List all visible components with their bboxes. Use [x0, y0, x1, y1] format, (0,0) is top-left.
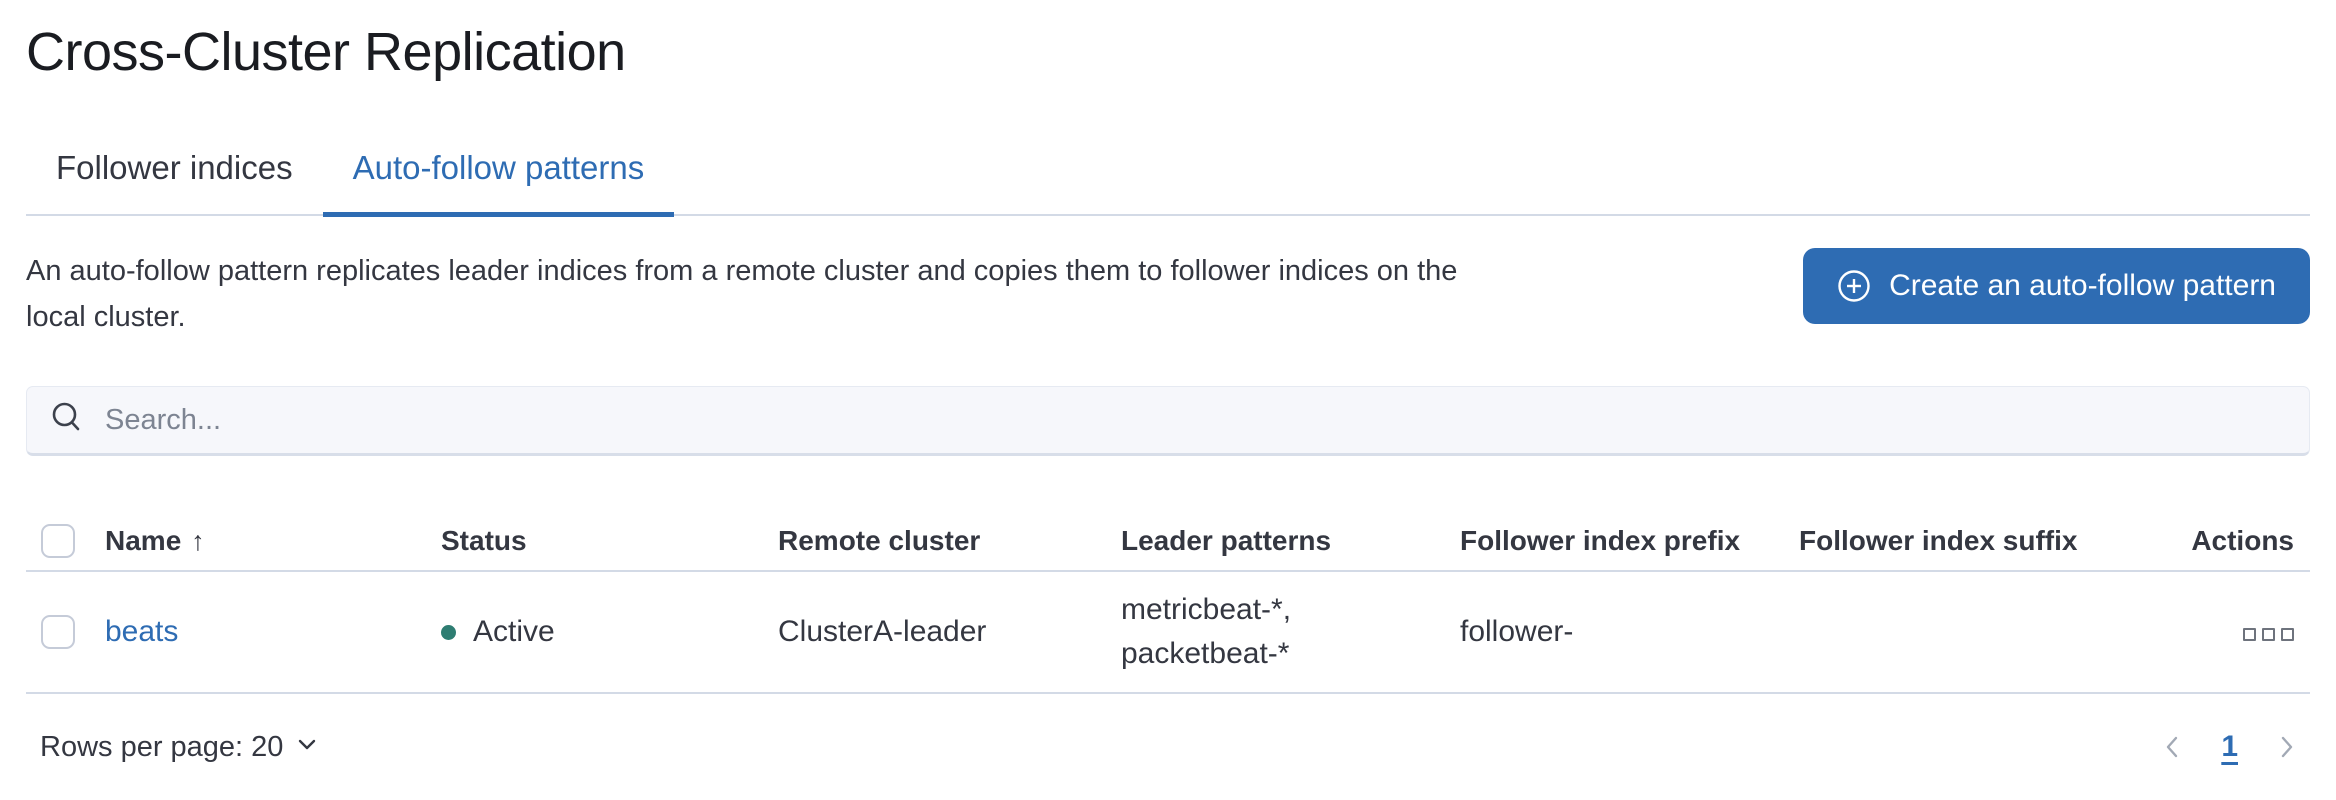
- tab-follower-indices[interactable]: Follower indices: [56, 149, 293, 186]
- next-page-chevron-right-icon[interactable]: [2272, 733, 2300, 761]
- cell-follower-index-suffix: [1784, 571, 2124, 694]
- column-header-follower-index-suffix: Follower index suffix: [1784, 510, 2124, 572]
- tab-bar: Follower indices Auto-follow patterns: [26, 120, 2310, 217]
- page-description-line2: local cluster.: [26, 301, 186, 333]
- column-header-name[interactable]: Name↑: [90, 510, 426, 572]
- chevron-down-icon: [295, 731, 319, 764]
- cell-leader-patterns: metricbeat-*, packetbeat-*: [1106, 571, 1445, 694]
- table-row: beats Active ClusterA-leader metricbeat-…: [26, 571, 2310, 694]
- column-header-actions: Actions: [2124, 510, 2310, 572]
- row-checkbox-cell: [26, 571, 90, 694]
- page-description-line1: An auto-follow pattern replicates leader…: [26, 255, 1458, 287]
- previous-page-chevron-left-icon[interactable]: [2159, 733, 2187, 761]
- page-title: Cross-Cluster Replication: [26, 22, 626, 82]
- page-description: An auto-follow pattern replicates leader…: [26, 248, 1756, 340]
- column-header-status: Status: [426, 510, 763, 572]
- plus-in-circle-icon: [1837, 269, 1871, 303]
- table-header-row: Name↑ Status Remote cluster Leader patte…: [26, 510, 2310, 572]
- column-header-remote-cluster: Remote cluster: [763, 510, 1106, 572]
- search-bar: [26, 386, 2310, 456]
- header-row: An auto-follow pattern replicates leader…: [26, 248, 2310, 340]
- rows-per-page-button[interactable]: Rows per page: 20: [26, 731, 319, 764]
- rows-per-page-label: Rows per page: 20: [40, 730, 284, 763]
- column-header-leader-patterns: Leader patterns: [1106, 510, 1445, 572]
- auto-follow-patterns-table: Name↑ Status Remote cluster Leader patte…: [26, 510, 2310, 694]
- cell-name: beats: [90, 571, 426, 694]
- status-label: Active: [473, 615, 555, 648]
- search-icon: [49, 400, 85, 441]
- column-header-follower-index-prefix: Follower index prefix: [1445, 510, 1784, 572]
- select-all-checkbox[interactable]: [41, 524, 75, 558]
- header-checkbox-cell: [26, 510, 90, 572]
- search-input[interactable]: [105, 403, 2287, 437]
- cell-follower-index-prefix: follower-: [1445, 571, 1784, 694]
- row-actions-ellipsis-boxes-icon[interactable]: [2243, 624, 2294, 645]
- ccr-page: Cross-Cluster Replication Follower indic…: [0, 14, 2336, 800]
- create-button-label: Create an auto-follow pattern: [1889, 269, 2276, 302]
- tab-auto-follow-patterns[interactable]: Auto-follow patterns: [322, 120, 675, 217]
- status-active-dot-icon: [441, 624, 456, 640]
- create-auto-follow-pattern-button[interactable]: Create an auto-follow pattern: [1803, 248, 2310, 324]
- cell-status: Active: [426, 571, 763, 694]
- sort-ascending-icon: ↑: [191, 526, 205, 556]
- pattern-name-link[interactable]: beats: [105, 615, 179, 648]
- pagination: 1: [2159, 730, 2310, 764]
- select-row-checkbox[interactable]: [41, 615, 75, 649]
- page-number-1[interactable]: 1: [2221, 730, 2238, 763]
- cell-actions: [2124, 571, 2310, 694]
- table-footer: Rows per page: 20 1: [26, 730, 2310, 764]
- cell-remote-cluster: ClusterA-leader: [763, 571, 1106, 694]
